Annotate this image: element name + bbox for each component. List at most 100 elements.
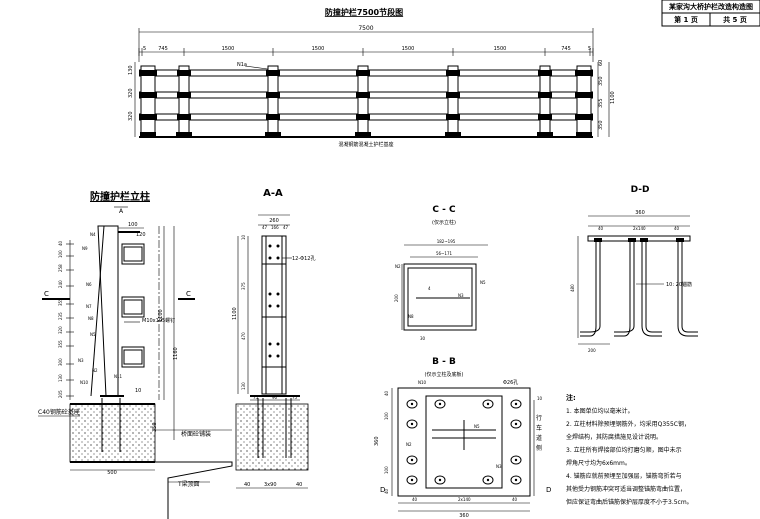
section-c-dim-1: 56~171 bbox=[436, 251, 453, 256]
anchor-hole bbox=[482, 475, 494, 485]
section-a-bottom-1: 90 bbox=[272, 395, 278, 400]
post-part-label: N11 bbox=[114, 374, 123, 379]
note-item-0: 1. 本图单位均以毫米计。 bbox=[566, 407, 634, 415]
elevation-post bbox=[537, 65, 553, 138]
anchor-hole-center bbox=[514, 478, 518, 482]
title-block-page: 第 1 页 bbox=[674, 15, 698, 24]
section-b-traffic-4: 侧 bbox=[536, 444, 542, 452]
post-mark-a: A bbox=[119, 208, 124, 215]
section-b-view: B - B (仅示立柱及底板) N10 N2 N5 N3 Φ26孔 行 车 道 … bbox=[374, 357, 551, 519]
post-part-label: N9 bbox=[82, 246, 88, 251]
post-mark-c-right: C bbox=[186, 290, 191, 298]
anchor-hole-center bbox=[486, 478, 490, 482]
bolt-hole bbox=[276, 354, 280, 358]
bolt-hole bbox=[276, 256, 280, 260]
post-left-dim: 40 bbox=[58, 240, 63, 246]
elev-right-dim-1: 350 bbox=[598, 76, 604, 86]
section-a-bottom-0: 75 bbox=[253, 395, 259, 400]
anchor-bar bbox=[676, 238, 698, 337]
section-d-sub-1: 2x140 bbox=[633, 226, 646, 231]
elev-left-dim-0: 130 bbox=[128, 65, 134, 75]
bolt-hole bbox=[268, 256, 272, 260]
section-d-bottom-dim: 200 bbox=[588, 348, 596, 353]
note-item-5: 4. 锚筋应就前预埋至加强层，锚筋弯折若与 bbox=[566, 472, 682, 480]
post-deck-label: T梁顶面 bbox=[177, 480, 200, 488]
bolt-hole bbox=[276, 244, 280, 248]
title-block-total: 共 5 页 bbox=[723, 15, 747, 24]
seg-dim-4: 1500 bbox=[402, 46, 415, 52]
anchor-hole bbox=[406, 455, 418, 465]
seg-dim-5: 1500 bbox=[494, 46, 507, 52]
post-bottom-dim-10: 10 bbox=[135, 388, 141, 394]
section-a-left-1: 375 bbox=[241, 282, 246, 290]
section-a-view: A-A 260 47 166 47 12-Φ12孔 10 375 470 110… bbox=[232, 188, 315, 489]
section-b-left-1: 100 bbox=[384, 412, 389, 420]
section-d-title: D-D bbox=[631, 185, 650, 195]
seg-dim-0: 5 bbox=[143, 46, 146, 52]
section-c-dim-2: 200 bbox=[394, 294, 399, 302]
section-b-left-2: 360 bbox=[374, 436, 380, 446]
post-view: 防撞护栏立柱 A 100 120 1100 1160 M10x195螺钉 C C… bbox=[38, 190, 233, 519]
seg-dim-6: 745 bbox=[561, 46, 571, 52]
section-c-dim-3: 30 bbox=[420, 336, 426, 341]
elev-left-dim-2: 320 bbox=[128, 111, 134, 121]
post-left-dim: 320 bbox=[58, 326, 63, 334]
bolt-hole bbox=[276, 292, 280, 296]
note-item-2: 全焊结构，其防腐措施见设计说明。 bbox=[566, 433, 662, 441]
post-part-label: N8 bbox=[88, 316, 94, 321]
section-a-left-3: 1100 bbox=[232, 307, 238, 320]
elev-right-total: 1100 bbox=[610, 91, 616, 104]
elevation-title: 防撞护栏7500节段图 bbox=[325, 7, 403, 17]
section-a-left-2: 470 bbox=[241, 332, 246, 340]
anchor-hole bbox=[406, 475, 418, 485]
post-left-dim: 100 bbox=[58, 250, 63, 258]
post-mark-c-left: C bbox=[44, 290, 49, 298]
note-item-4: 焊角尺寸均为6x6mm。 bbox=[566, 459, 631, 467]
post-left-dim: 130 bbox=[58, 374, 63, 382]
section-b-left-4: 40 bbox=[384, 488, 389, 494]
anchor-hole-center bbox=[438, 478, 442, 482]
post-bridge-label: 桥面砼铺装 bbox=[181, 430, 211, 438]
elevation-post bbox=[176, 65, 192, 138]
post-left-dim: 240 bbox=[58, 280, 63, 288]
section-b-bottom-2: 40 bbox=[512, 497, 518, 502]
seg-dim-2: 1500 bbox=[222, 46, 235, 52]
section-c-label-n3: N3 bbox=[458, 293, 464, 298]
anchor-hole bbox=[510, 455, 522, 465]
notes-heading: 注: bbox=[566, 393, 576, 402]
section-b-bottom-0: 40 bbox=[412, 497, 418, 502]
notes: 注: 1. 本图单位均以毫米计。 2. 立柱材料除预埋钢筋外，均采用Q355C钢… bbox=[566, 393, 693, 506]
section-b-right-0: 10 bbox=[537, 396, 543, 401]
section-b-traffic-1: 行 bbox=[536, 414, 542, 422]
elevation-view: 防撞护栏7500节段图 7500 5 745 1500 1500 1500 15… bbox=[128, 7, 616, 148]
elev-right-dim-2: 355 bbox=[598, 98, 604, 108]
anchor-hole bbox=[510, 419, 522, 429]
note-item-1: 2. 立柱材料除预埋钢筋外，均采用Q355C钢， bbox=[566, 420, 690, 428]
section-b-label-n5: N5 bbox=[474, 424, 480, 429]
elevation-base-label: 混凝钢筋混凝土护栏基座 bbox=[338, 141, 393, 148]
section-b-mark-d-left: D bbox=[380, 486, 385, 494]
section-d-rebar-label: 10: 20锚筋 bbox=[666, 281, 692, 288]
title-block-project: 某家沟大桥护栏改造构造图 bbox=[668, 2, 753, 11]
bolt-hole bbox=[268, 292, 272, 296]
title-block: 某家沟大桥护栏改造构造图 第 1 页 共 5 页 bbox=[661, 0, 760, 27]
section-b-total: 360 bbox=[459, 513, 469, 519]
post-part-label: N10 bbox=[80, 380, 89, 385]
rail-label: N1a bbox=[237, 62, 247, 68]
post-left-dim: 205 bbox=[58, 390, 63, 398]
section-a-sub-2: 47 bbox=[283, 225, 289, 230]
note-item-7: 但应保证弯曲后锚筋保护层厚度不小于3.5cm。 bbox=[566, 498, 693, 506]
bolt-hole bbox=[268, 342, 272, 346]
section-b-title: B - B bbox=[432, 357, 456, 367]
post-part-label: N2 bbox=[92, 368, 98, 373]
section-a-title: A-A bbox=[263, 188, 283, 199]
anchor-bar bbox=[614, 238, 636, 337]
section-d-top-dim: 360 bbox=[635, 210, 645, 216]
section-d-sub-2: 40 bbox=[674, 226, 680, 231]
post-base-label: C40钢筋砼基座 bbox=[38, 408, 80, 416]
note-item-6: 其他受力钢筋冲突可适当调整锚筋弯曲位置， bbox=[566, 485, 686, 493]
section-b-label-n10: N10 bbox=[418, 380, 427, 385]
post-depth-dim: 350 bbox=[152, 422, 158, 432]
post-top-dim-0: 100 bbox=[128, 222, 138, 228]
section-b-subtitle: (仅示立柱及底板) bbox=[425, 371, 464, 378]
